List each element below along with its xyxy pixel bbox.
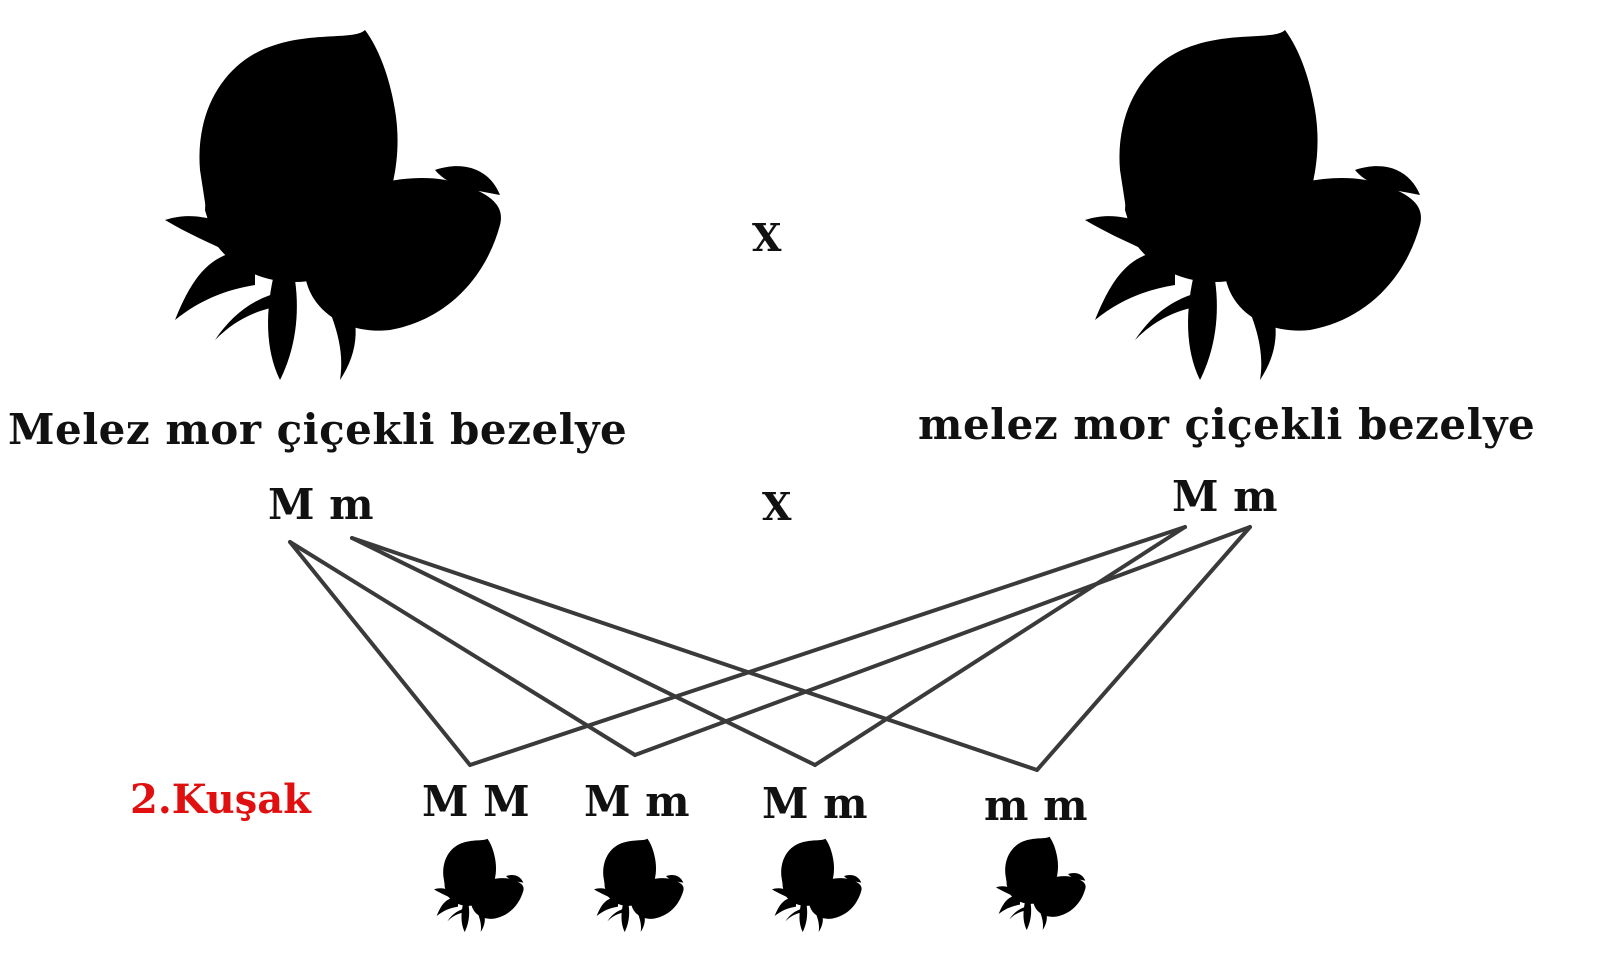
generation-label: 2.Kuşak bbox=[130, 776, 311, 823]
parent-right-caption: melez mor çiçekli bezelye bbox=[918, 400, 1536, 449]
line-left-M-to-Mm1 bbox=[288, 540, 637, 757]
line-right-M-to-MM bbox=[468, 525, 1187, 767]
offspring-genotype-4: m m bbox=[984, 781, 1088, 830]
offspring-genotype-2: M m bbox=[584, 777, 690, 826]
parent-left-genotype: M m bbox=[268, 480, 374, 529]
parent-right-genotype: M m bbox=[1172, 472, 1278, 521]
line-left-m-to-Mm2 bbox=[350, 536, 817, 767]
cross-symbol-mid: X bbox=[762, 484, 792, 529]
offspring-flower-2-icon bbox=[578, 836, 690, 932]
parent-left-caption: Melez mor çiçekli bezelye bbox=[8, 405, 628, 454]
line-left-M-to-MM bbox=[288, 540, 472, 767]
offspring-flower-3-icon bbox=[756, 836, 868, 932]
offspring-genotype-3: M m bbox=[762, 779, 868, 828]
line-left-m-to-mm bbox=[350, 536, 1039, 772]
line-right-m-to-mm bbox=[1035, 525, 1252, 772]
offspring-flower-4-icon bbox=[980, 834, 1092, 930]
line-right-M-to-Mm2 bbox=[813, 525, 1187, 767]
cross-symbol-top: X bbox=[752, 215, 782, 260]
offspring-flower-1-icon bbox=[418, 836, 530, 932]
offspring-genotype-1: M M bbox=[422, 777, 530, 826]
line-right-m-to-Mm1 bbox=[633, 525, 1252, 757]
